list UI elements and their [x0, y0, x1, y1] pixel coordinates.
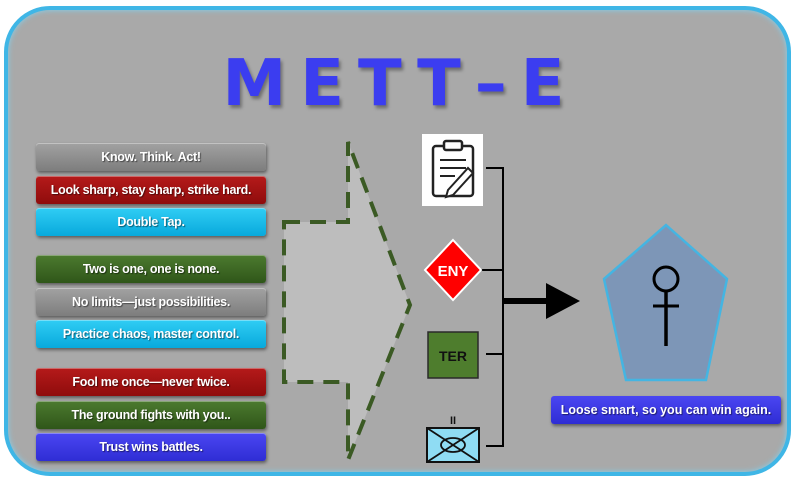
- terrain-box: TER: [427, 331, 479, 379]
- page-title: METT–E: [222, 47, 579, 121]
- soldier-figure-icon: [652, 265, 680, 346]
- enemy-label: ENY: [438, 263, 469, 280]
- clipboard-icon: [422, 134, 483, 206]
- motto-3[interactable]: Double Tap.: [36, 208, 266, 236]
- flow-arrow: [282, 141, 413, 461]
- motto-8[interactable]: The ground fights with you..: [36, 401, 266, 429]
- troops-label: II: [450, 415, 456, 427]
- infantry-unit-symbol-icon: II: [426, 415, 480, 463]
- motto-2[interactable]: Look sharp, stay sharp, strike hard.: [36, 176, 266, 204]
- enemy-diamond: ENY: [423, 238, 483, 302]
- bracket-connector: [478, 167, 504, 447]
- motto-7[interactable]: Fool me once—never twice.: [36, 368, 266, 396]
- motto-1[interactable]: Know. Think. Act!: [36, 143, 266, 171]
- motto-4[interactable]: Two is one, one is none.: [36, 255, 266, 283]
- terrain-label: TER: [439, 348, 467, 364]
- motto-9[interactable]: Trust wins battles.: [36, 433, 266, 461]
- outcome-caption[interactable]: Loose smart, so you can win again.: [551, 396, 781, 424]
- motto-5[interactable]: No limits—just possibilities.: [36, 288, 266, 316]
- motto-6[interactable]: Practice chaos, master control.: [36, 320, 266, 348]
- result-arrow-head: [546, 283, 580, 319]
